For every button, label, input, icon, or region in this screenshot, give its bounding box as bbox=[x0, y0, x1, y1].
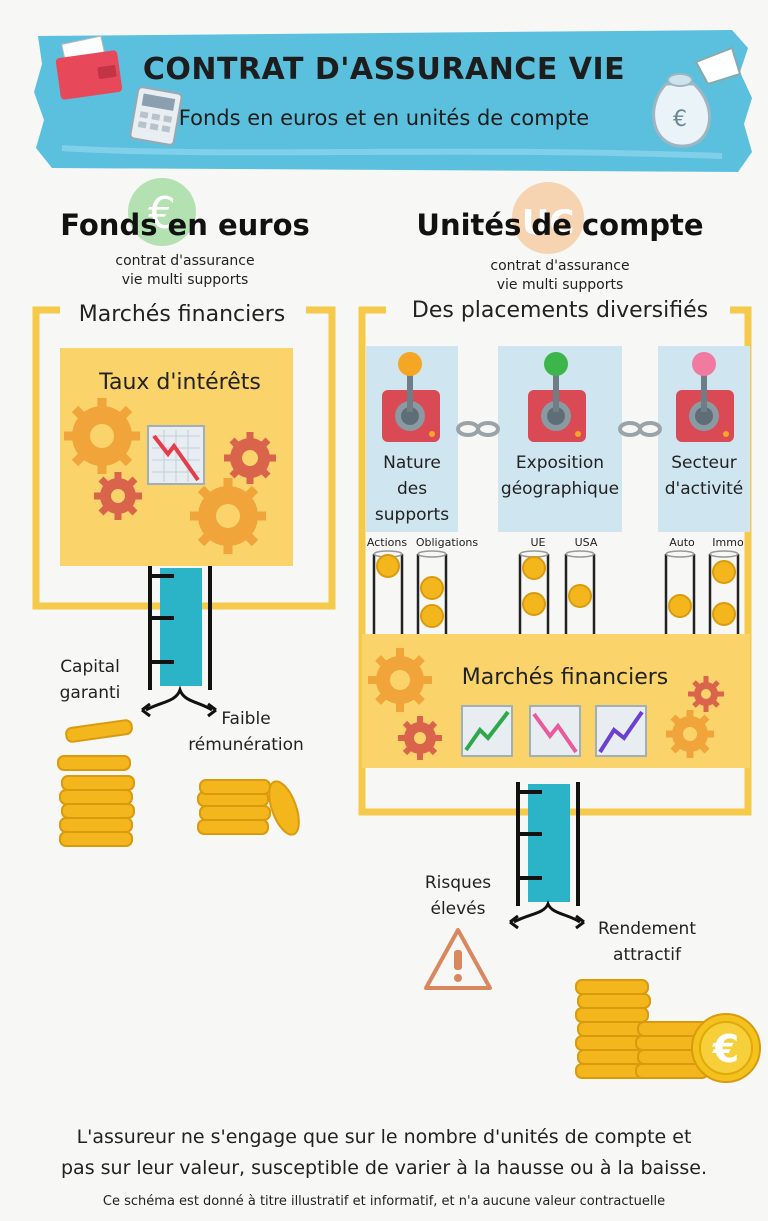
financial-markets-label: Marchés financiers bbox=[461, 665, 669, 690]
right-subtitle-2: vie multi supports bbox=[496, 277, 624, 293]
svg-text:€: € bbox=[712, 1027, 739, 1071]
coin-stacks-euro-icon: € bbox=[575, 979, 761, 1083]
left-title: Fonds en euros bbox=[60, 208, 310, 242]
wallet-icon bbox=[55, 36, 123, 100]
uc-badge-icon: UC bbox=[512, 182, 584, 254]
risk-label-2: élevés bbox=[430, 899, 486, 919]
right-title: Unités de compte bbox=[416, 208, 704, 242]
warning-icon bbox=[424, 928, 492, 990]
capital-label-2: garanti bbox=[59, 683, 121, 703]
joystick-secteur-icon bbox=[676, 352, 734, 442]
control-label-secteur-1: Secteur bbox=[671, 453, 737, 473]
joystick-exposition-icon bbox=[528, 352, 586, 442]
tube-label-auto: Auto bbox=[669, 536, 695, 549]
chain-link-icon bbox=[456, 421, 500, 437]
left-gauge-tube bbox=[141, 566, 217, 718]
coin-stack-tall-icon bbox=[57, 719, 135, 847]
footer-disclaimer: Ce schéma est donné à titre illustratif … bbox=[102, 1194, 666, 1209]
coin-tubes-icon bbox=[372, 550, 740, 634]
control-label-secteur-2: d'activité bbox=[664, 479, 744, 499]
remuneration-label-2: rémunération bbox=[188, 735, 304, 755]
header-banner bbox=[34, 30, 752, 172]
joystick-nature-icon bbox=[382, 352, 440, 442]
footer-text-1: L'assureur ne s'engage que sur le nombre… bbox=[76, 1126, 692, 1148]
right-gauge-tube bbox=[509, 782, 585, 930]
right-box-label: Des placements diversifiés bbox=[411, 298, 709, 323]
control-label-exposition-2: géographique bbox=[500, 479, 620, 499]
control-label-nature-1: Nature bbox=[383, 453, 441, 473]
tube-label-ue: UE bbox=[530, 536, 546, 549]
euro-badge-icon: € bbox=[128, 178, 196, 246]
interest-rate-label: Taux d'intérêts bbox=[99, 370, 261, 395]
page-subtitle: Fonds en euros et en unités de compte bbox=[178, 106, 590, 130]
chain-link-icon bbox=[618, 421, 662, 437]
tube-label-usa: USA bbox=[574, 536, 598, 549]
svg-text:UC: UC bbox=[522, 203, 575, 243]
left-subtitle-2: vie multi supports bbox=[121, 272, 249, 288]
tube-label-actions: Actions bbox=[366, 536, 408, 549]
page-title: CONTRAT D'ASSURANCE VIE bbox=[142, 52, 626, 87]
yield-label-2: attractif bbox=[613, 945, 681, 965]
gears-icon bbox=[64, 398, 276, 554]
svg-text:€: € bbox=[148, 188, 176, 239]
control-label-nature-2: des bbox=[396, 479, 428, 499]
market-charts-icon bbox=[368, 648, 724, 760]
tube-label-immo: Immo bbox=[712, 536, 744, 549]
yield-label-1: Rendement bbox=[598, 919, 696, 939]
calculator-icon bbox=[129, 86, 183, 146]
money-bag-icon: € bbox=[652, 46, 742, 148]
risk-label-1: Risques bbox=[424, 873, 492, 893]
remuneration-label-1: Faible bbox=[221, 709, 271, 729]
svg-text:€: € bbox=[673, 107, 687, 132]
capital-label-1: Capital bbox=[60, 657, 120, 677]
control-label-exposition-1: Exposition bbox=[515, 453, 605, 473]
control-label-nature-3: supports bbox=[374, 505, 450, 525]
right-subtitle-1: contrat d'assurance bbox=[490, 258, 630, 274]
tube-label-obligations: Obligations bbox=[415, 536, 479, 549]
footer-text-2: pas sur leur valeur, susceptible de vari… bbox=[61, 1157, 707, 1179]
coin-stack-small-icon bbox=[197, 779, 300, 836]
left-subtitle-1: contrat d'assurance bbox=[115, 253, 255, 269]
left-box-label: Marchés financiers bbox=[78, 302, 286, 327]
